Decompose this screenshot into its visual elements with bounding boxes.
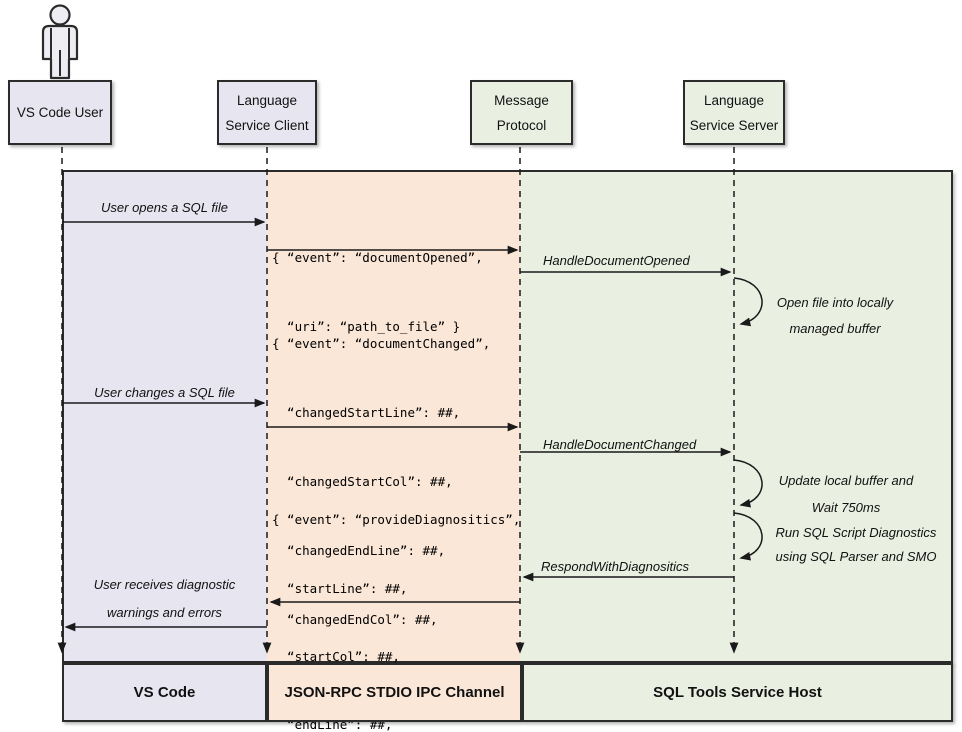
lane-service-host [520,170,953,663]
actor-label: Message [494,92,549,108]
actor-label: Language [703,92,765,108]
actor-label: Protocol [496,117,547,133]
label-user-receives-diagnostics: User receives diagnostic warnings and er… [93,577,236,620]
label-run-sql-diagnostics: Run SQL Script Diagnostics using SQL Par… [775,525,937,564]
actor-label: VS Code User [16,105,104,120]
actor-box-language-service-server: Language Service Server [683,80,785,145]
actor-label: Service Client [225,117,309,133]
person-icon [41,4,79,80]
lane-ipc-channel [267,170,520,663]
lane-title-sql-tools-service-host: SQL Tools Service Host [522,663,953,722]
actor-label: Service Server [689,117,779,133]
actor-box-language-service-client: Language Service Client [217,80,317,145]
actor-box-message-protocol: Message Protocol [470,80,573,145]
label-update-buffer-wait: Update local buffer and Wait 750ms [778,473,914,515]
lane-title-json-rpc-channel: JSON-RPC STDIO IPC Channel [267,663,522,722]
json-message-document-opened: { “event”: “documentOpened”, “uri”: “pat… [272,250,483,334]
label-handle-document-opened: HandleDocumentOpened [543,253,690,268]
actor-box-vscode-user: VS Code User [8,80,112,145]
lane-vscode [62,170,267,663]
actor-label: Language [236,92,298,108]
lane-title-vscode: VS Code [62,663,267,722]
label-respond-with-diagnostics: RespondWithDiagnositics [541,559,690,574]
label-user-opens-sql-file: User opens a SQL file [101,200,228,215]
label-open-file-into-buffer: Open file into locally managed buffer [776,295,894,336]
label-user-changes-sql-file: User changes a SQL file [94,385,235,400]
label-handle-document-changed: HandleDocumentChanged [543,437,697,452]
